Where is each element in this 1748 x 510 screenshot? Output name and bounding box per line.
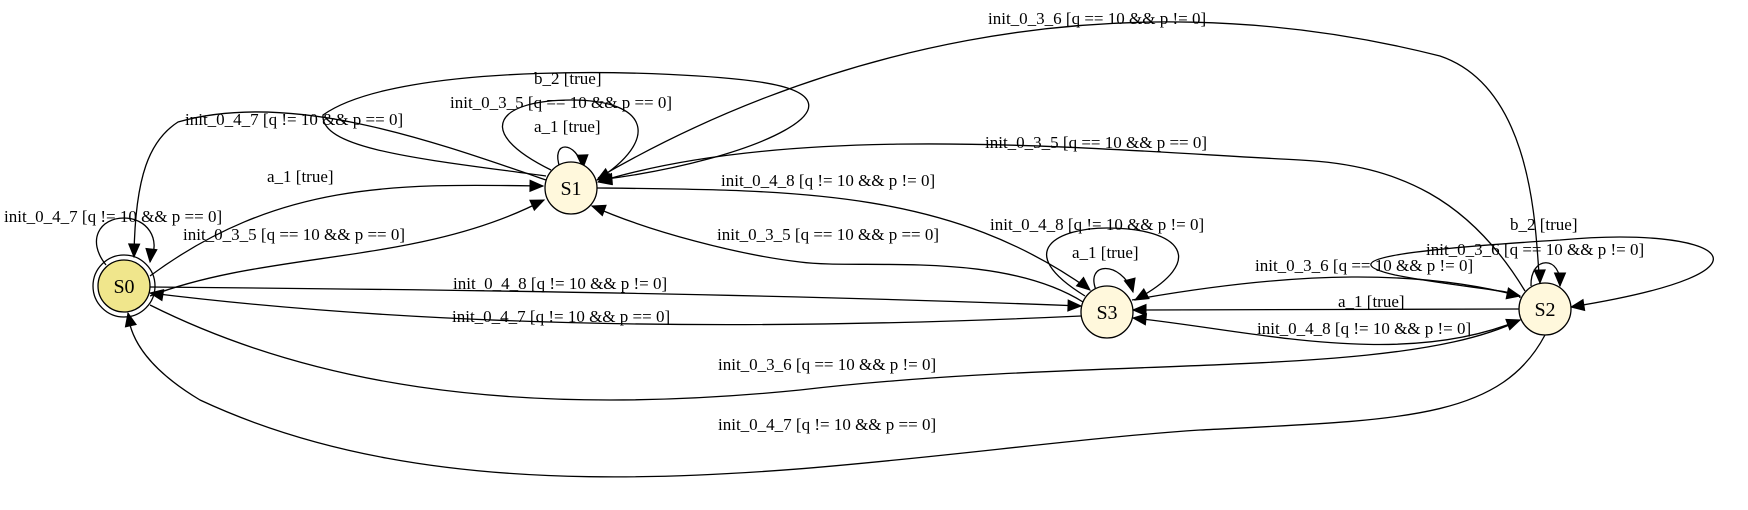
edge-label: init_0_3_5 [q == 10 && p == 0]: [450, 93, 672, 112]
initial-state-ring: [92, 254, 156, 318]
edge-label: init_0_3_5 [q == 10 && p == 0]: [717, 225, 939, 244]
edge-arrowhead: [529, 199, 546, 212]
edge-s3-to-s3: [1045, 227, 1180, 301]
edge-label: a_1 [true]: [534, 117, 601, 136]
edge-arrowhead: [1505, 318, 1522, 331]
edge-label: a_1 [true]: [1338, 292, 1405, 311]
edge-s0-to-s0: [95, 217, 155, 266]
state-node-s0[interactable]: S0: [92, 254, 156, 318]
edge-arrowhead: [529, 179, 545, 193]
edge-label: init_0_4_7 [q != 10 && p == 0]: [4, 207, 222, 226]
edge-label: b_2 [true]: [1510, 215, 1578, 234]
edge-s2-to-s2: [1370, 236, 1714, 308]
state-label: S1: [560, 178, 581, 200]
edge-arrowhead: [1123, 277, 1136, 294]
edge-s3-to-s0: [149, 292, 1082, 326]
edge-arrowhead: [1533, 269, 1546, 285]
state-label: S2: [1534, 299, 1555, 321]
edge-s3-to-s1: [591, 205, 1084, 303]
state-node-s2[interactable]: S2: [1518, 282, 1572, 336]
edge-label: init_0_4_8 [q != 10 && p != 0]: [1257, 319, 1471, 338]
edge-label: init_0_4_8 [q != 10 && p != 0]: [721, 171, 935, 190]
state-label: S0: [113, 276, 134, 298]
edge-arrowhead: [127, 243, 141, 259]
edge-label: init_0_3_6 [q == 10 && p != 0]: [1426, 240, 1644, 259]
edge-label: init_0_3_5 [q == 10 && p == 0]: [985, 133, 1207, 152]
state-node-s1[interactable]: S1: [544, 161, 598, 215]
edge-arrowhead: [1067, 299, 1083, 312]
edge-s1-to-s0: [133, 111, 547, 258]
edges-layer: [95, 21, 1714, 478]
edge-arrowhead: [576, 154, 589, 170]
state-circle: [97, 259, 151, 313]
state-label: S3: [1096, 302, 1117, 324]
edge-s0-to-s3: [149, 286, 1082, 307]
edge-label: init_0_4_8 [q != 10 && p != 0]: [453, 274, 667, 293]
edge-s2-to-s1: [597, 143, 1526, 292]
edge-arrowhead: [1569, 298, 1586, 312]
edge-arrowhead: [1131, 303, 1147, 317]
edge-labels-layer: init_0_4_7 [q != 10 && p == 0] a_1 [true]…: [4, 9, 1644, 434]
edge-label: init_0_4_7 [q != 10 && p == 0]: [452, 307, 670, 326]
edge-s1-to-s3: [596, 187, 1091, 291]
edge-label: init_0_4_8 [q != 10 && p != 0]: [990, 215, 1204, 234]
edge-label: init_0_4_7 [q != 10 && p == 0]: [718, 415, 936, 434]
edge-label: init_0_4_7 [q != 10 && p == 0]: [185, 110, 403, 129]
state-circle: [1518, 282, 1572, 336]
edge-s3-to-s2: [1131, 276, 1521, 301]
edge-label: init_0_3_6 [q == 10 && p != 0]: [988, 9, 1206, 28]
edge-s2-to-s3: [1132, 317, 1521, 346]
state-circle: [1080, 285, 1134, 339]
edge-s0-to-s1: [149, 184, 544, 277]
edge-s1-to-s1: [501, 99, 639, 181]
edge-arrowhead: [596, 173, 613, 186]
edge-arrowhead: [1075, 276, 1091, 291]
edge-arrowhead: [148, 289, 165, 302]
edge-label: init_0_3_6 [q == 10 && p != 0]: [718, 355, 936, 374]
edge-s2-to-s0: [127, 312, 1546, 478]
edge-arrowhead: [1553, 272, 1567, 288]
edge-arrowhead: [590, 204, 607, 217]
edge-s0-to-s1: [149, 199, 545, 297]
edge-label: a_1 [true]: [1072, 243, 1139, 262]
edge-label: b_2 [true]: [534, 69, 602, 88]
state-node-s3[interactable]: S3: [1080, 285, 1134, 339]
edge-s0-to-s2: [149, 304, 1521, 401]
edge-s1-to-s1: [322, 71, 810, 181]
state-circle: [544, 161, 598, 215]
edge-s1-to-s2: [597, 21, 1541, 284]
edge-arrowhead: [145, 247, 158, 264]
edge-label: init_0_3_6 [q == 10 && p != 0]: [1255, 256, 1473, 275]
edge-s2-to-s3: [1132, 308, 1520, 311]
edge-label: init_0_3_5 [q == 10 && p == 0]: [183, 225, 405, 244]
edge-arrowhead: [1131, 313, 1148, 326]
edge-label: a_1 [true]: [267, 167, 334, 186]
